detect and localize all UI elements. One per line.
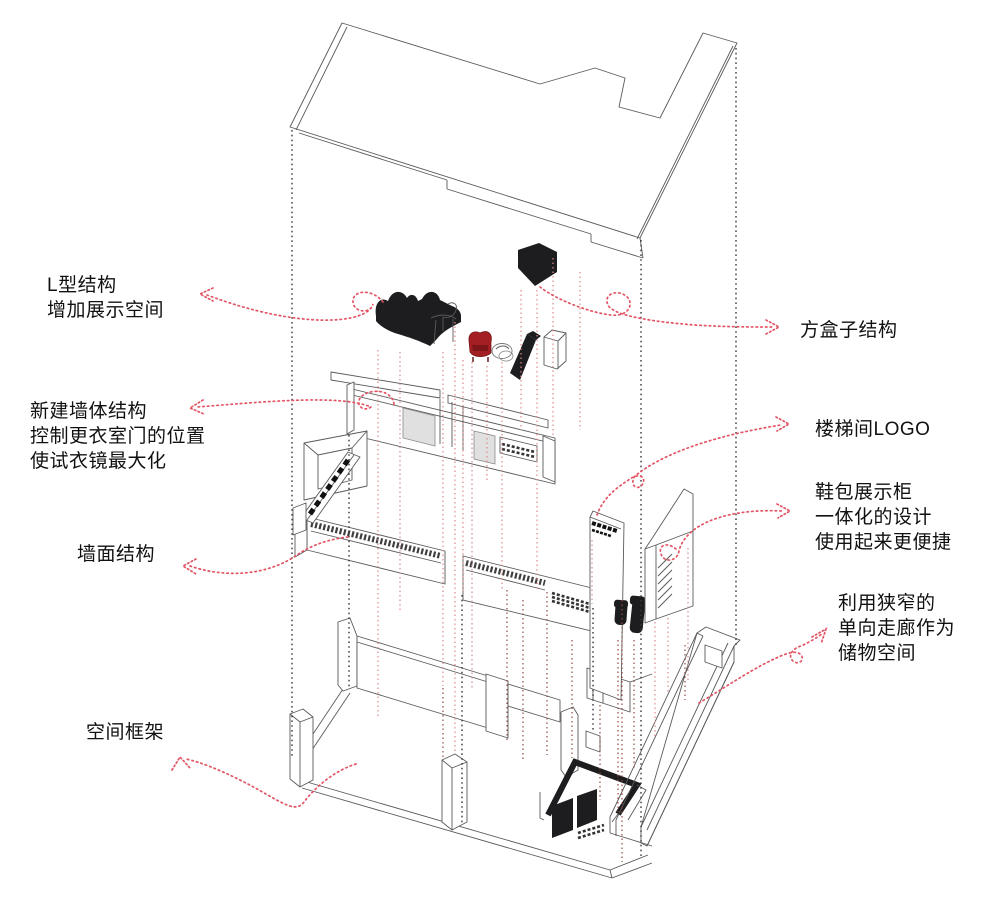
logo-marks bbox=[591, 521, 618, 538]
label-shoe-display: 鞋包展示柜 一体化的设计 使用起来更便捷 bbox=[815, 482, 952, 554]
arrow-stair-logo bbox=[596, 416, 791, 516]
display-plinth bbox=[510, 331, 541, 380]
box-structure-shape bbox=[518, 243, 557, 286]
mid-column bbox=[441, 753, 468, 831]
label-space-frame: 空间框架 bbox=[86, 722, 165, 743]
vent-grille bbox=[551, 591, 591, 614]
arrow-space-frame bbox=[171, 755, 357, 808]
back-wall bbox=[337, 617, 561, 739]
arrow-l-structure bbox=[198, 287, 384, 321]
stair-blocks bbox=[552, 789, 605, 840]
column-block bbox=[543, 329, 567, 370]
projection-lines bbox=[291, 48, 737, 862]
label-box-structure: 方盒子结构 bbox=[800, 320, 898, 341]
shoes bbox=[613, 595, 646, 634]
arrow-shoe-display bbox=[659, 503, 792, 561]
annotation-arrows bbox=[171, 286, 828, 808]
stair-assembly bbox=[292, 430, 368, 536]
dressing-room-doors bbox=[402, 399, 496, 465]
roof-slab bbox=[289, 22, 738, 259]
door-column bbox=[485, 673, 509, 739]
arrow-new-wall bbox=[188, 390, 395, 415]
wire-chair bbox=[430, 302, 457, 345]
label-stair-logo: 楼梯间LOGO bbox=[815, 419, 931, 440]
furniture-layer bbox=[375, 243, 567, 380]
floor-frame bbox=[289, 617, 741, 879]
stair-steps bbox=[307, 458, 351, 516]
label-l-structure: L型结构 增加展示空间 bbox=[47, 275, 165, 322]
u-staircase bbox=[539, 758, 647, 840]
side-table bbox=[491, 343, 514, 362]
armchair-red bbox=[468, 331, 492, 362]
shelf-louvers bbox=[499, 436, 538, 463]
label-new-wall: 新建墙体结构 控制更衣室门的位置 使试衣镜最大化 bbox=[30, 401, 206, 473]
wall-surface-layer bbox=[294, 516, 601, 634]
arrow-box-structure bbox=[539, 286, 781, 335]
corridor bbox=[609, 626, 741, 847]
arrow-corridor-storage bbox=[698, 627, 828, 704]
label-wall-surface: 墙面结构 bbox=[77, 544, 156, 565]
left-column bbox=[289, 708, 314, 788]
l-shaped-sofa bbox=[375, 291, 461, 346]
arrow-wall-surface bbox=[181, 536, 349, 575]
shoe-display-panel bbox=[644, 488, 694, 624]
label-corridor-storage: 利用狭窄的 单向走廊作为 储物空间 bbox=[838, 593, 956, 665]
